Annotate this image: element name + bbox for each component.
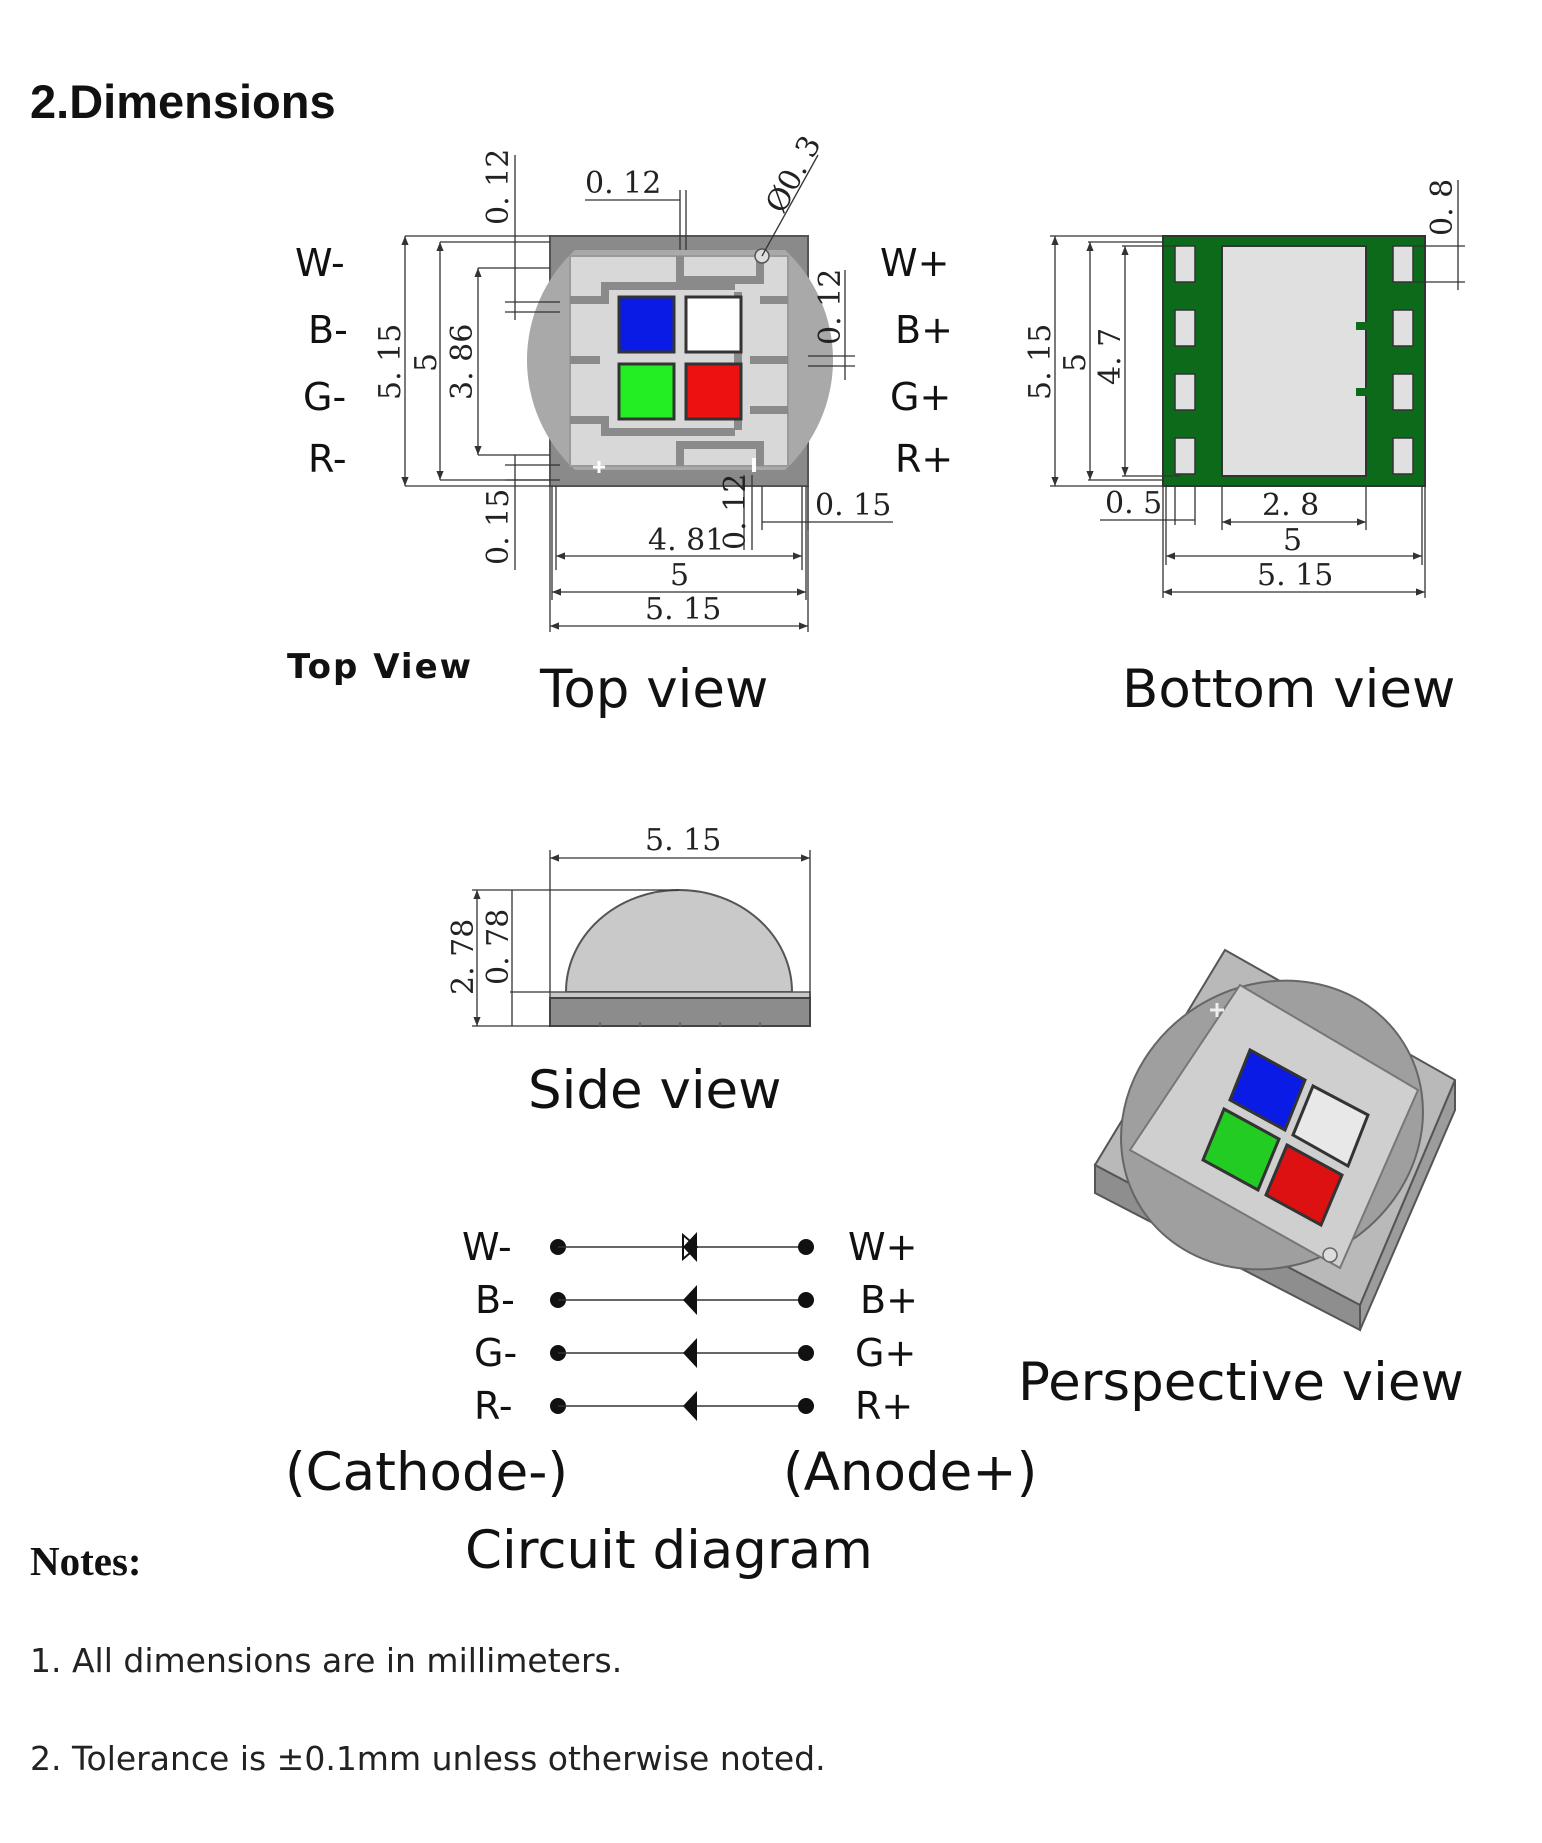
dim-side-515: 5. 15 [645,823,721,858]
anode-label: (Anode+) [783,1442,1037,1503]
top-view-small-caption: Top View [287,647,473,687]
bottom-view: 0. 8 5. 15 5 4. 7 0. 5 2. 8 5 5. [1023,179,1465,720]
pin-label-r-minus: R- [308,437,347,481]
diode-g-icon [683,1338,697,1368]
circuit-label-g-minus: G- [474,1331,517,1375]
dim-bottom-5-v: 5 [1058,353,1093,372]
diode-r-icon [683,1391,697,1421]
circuit-label-b-plus: B+ [860,1278,918,1322]
dim-bottom-515-h: 5. 15 [1257,558,1333,593]
plus-mark-icon [593,461,605,473]
dim-28: 2. 8 [1262,488,1319,523]
blue-chip [617,295,676,354]
pin-label-b-minus: B- [308,308,348,352]
thermal-pad [1221,245,1367,477]
side-view: 5. 15 2. 78 0. 78 Side view [446,823,811,1121]
dim-bottom-012: 0. 12 [718,474,753,550]
circuit-label-w-minus: W- [462,1225,512,1269]
circuit-label-g-plus: G+ [855,1331,916,1375]
circuit-row-w: W- W+ [462,1225,917,1269]
circuit-label-w-plus: W+ [848,1225,917,1269]
dim-top-515-v: 5. 15 [373,324,408,400]
dim-right-015: 0. 15 [815,488,891,523]
side-view-base [549,997,811,1027]
green-chip [617,362,676,421]
dim-bottom-08: 0. 8 [1425,179,1460,236]
pin-label-r-plus: R+ [895,437,953,481]
circuit-diagram-caption: Circuit diagram [465,1520,873,1581]
circuit-diagram: W- W+ B- B+ G- G+ R- [285,1225,1037,1581]
circuit-label-b-minus: B- [475,1278,515,1322]
circuit-label-r-plus: R+ [855,1384,913,1428]
pin-label-b-plus: B+ [895,308,953,352]
perspective-green-chip [1201,1106,1281,1193]
dim-left-015: 0. 15 [481,489,516,565]
note-1: 1. All dimensions are in millimeters. [30,1641,622,1680]
diode-b-icon [683,1285,697,1315]
dim-right-012: 0. 12 [813,269,848,345]
perspective-blue-chip [1228,1047,1307,1133]
perspective-red-chip [1264,1142,1344,1228]
diode-w-icon [683,1232,697,1262]
dim-481: 4. 81 [648,523,724,558]
pin-label-g-plus: G+ [890,375,951,419]
side-view-lens [564,889,794,993]
perspective-view: Perspective view [1018,948,1464,1413]
dim-top-5-h: 5 [670,558,689,593]
circuit-row-g: G- G+ [474,1331,916,1375]
pin-label-w-plus: W+ [880,241,949,285]
dim-top-5-v: 5 [409,353,444,372]
dim-bottom-5-h: 5 [1283,523,1302,558]
dim-top-515-h: 5. 15 [645,592,721,627]
white-chip [684,295,743,354]
dim-278: 2. 78 [446,919,481,995]
pin-label-g-minus: G- [303,375,346,419]
bottom-view-caption: Bottom view [1122,659,1455,720]
section-heading: 2.Dimensions [30,75,336,128]
dim-47: 4. 7 [1093,328,1128,385]
dim-top-012: 0. 12 [585,166,661,201]
red-chip [684,362,743,421]
perspective-white-chip [1291,1083,1370,1169]
perspective-view-caption: Perspective view [1018,1352,1464,1413]
pin-label-w-minus: W- [295,241,345,285]
circuit-row-b: B- B+ [475,1278,918,1322]
cathode-label: (Cathode-) [285,1442,568,1503]
dim-phi-03: Ø0. 3 [759,130,828,219]
notes: Notes: 1. All dimensions are in millimet… [30,1538,826,1778]
dim-bottom-515-v: 5. 15 [1023,324,1058,400]
top-view: W- B- G- R- W+ B+ G+ R+ 0. 12 Ø0. 3 0. 1… [287,130,953,720]
dim-left-012: 0. 12 [481,149,516,225]
dim-078: 0. 78 [481,909,516,985]
circuit-label-r-minus: R- [474,1384,513,1428]
notes-title: Notes: [30,1538,142,1584]
dim-05: 0. 5 [1105,486,1162,521]
side-view-caption: Side view [528,1060,782,1121]
note-2: 2. Tolerance is ±0.1mm unless otherwise … [30,1739,826,1778]
dim-386: 3. 86 [445,324,480,400]
top-view-caption: Top view [539,659,768,720]
circuit-row-r: R- R+ [474,1384,913,1428]
